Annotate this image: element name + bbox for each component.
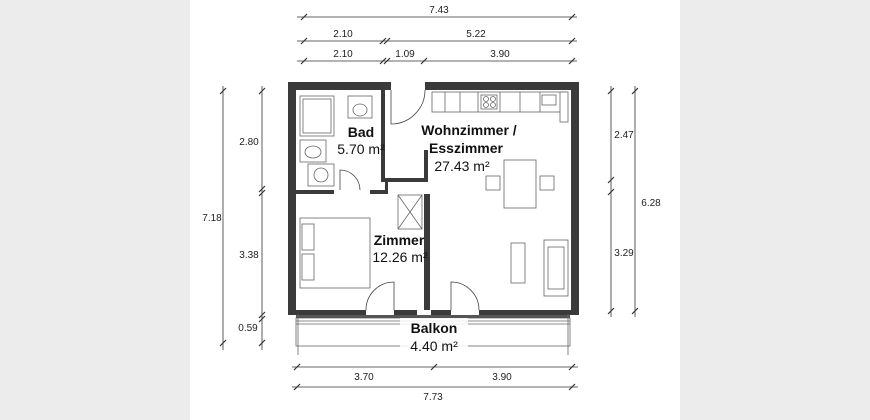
toilet <box>347 95 373 119</box>
room-wohnen-area: 27.43 m² <box>434 158 490 174</box>
dim-top-total: 7.43 <box>429 5 449 16</box>
sofa <box>543 239 569 297</box>
room-balkon-area: 4.40 m² <box>410 338 458 354</box>
kitchen <box>431 91 569 123</box>
dim-left-c: 0.59 <box>238 323 258 334</box>
bedroom-balcony-door <box>365 281 395 311</box>
walls <box>288 82 579 315</box>
dim-top-row2-left: 2.10 <box>333 29 353 40</box>
right-dimension-chain: 2.47 3.29 6.28 <box>607 86 661 317</box>
top-dimension-chain: 7.43 2.10 5.22 2.10 1.09 3.90 <box>297 5 577 65</box>
room-bad-name: Bad <box>348 124 374 140</box>
bottom-dimension-chain: 3.70 3.90 7.73 <box>292 363 578 403</box>
dim-left-b: 3.38 <box>239 250 259 261</box>
bed <box>299 217 371 289</box>
washing-machine <box>307 163 335 187</box>
dim-left-a: 2.80 <box>239 137 259 148</box>
room-wohnen-name-line2: Esszimmer <box>429 140 503 156</box>
dim-top-row3-c: 3.90 <box>490 49 510 60</box>
room-balkon-name: Balkon <box>411 320 458 336</box>
dim-top-row2-right: 5.22 <box>466 29 486 40</box>
tv-console <box>510 242 526 284</box>
shower <box>299 95 335 137</box>
dim-left-total: 7.18 <box>202 213 222 224</box>
bedroom-furniture <box>299 194 480 311</box>
room-zimmer-area: 12.26 m² <box>372 249 428 265</box>
room-wohnen-name-line1: Wohnzimmer / <box>421 122 517 138</box>
room-bad-area: 5.70 m² <box>337 141 385 157</box>
dim-bottom-total: 7.73 <box>423 392 443 403</box>
dim-right-total: 6.28 <box>641 198 661 209</box>
dim-top-row3-a: 2.10 <box>333 49 353 60</box>
washbasin <box>299 139 327 163</box>
room-labels: Bad 5.70 m² Wohnzimmer / Esszimmer 27.43… <box>337 122 517 354</box>
bathroom-door <box>339 169 361 191</box>
living-furniture <box>510 239 569 297</box>
living-balcony-door <box>450 281 480 311</box>
dim-top-row3-b: 1.09 <box>395 49 415 60</box>
room-zimmer-name: Zimmer <box>374 232 425 248</box>
dim-right-a: 2.47 <box>614 130 634 141</box>
entry-door <box>390 89 426 125</box>
dim-bottom-a: 3.70 <box>354 372 374 383</box>
dining-table <box>485 159 555 209</box>
bathroom-fixtures <box>299 89 426 191</box>
dim-bottom-b: 3.90 <box>492 372 512 383</box>
dim-right-b: 3.29 <box>614 248 634 259</box>
left-dimension-chain: 7.18 2.80 3.38 0.59 <box>202 86 266 350</box>
